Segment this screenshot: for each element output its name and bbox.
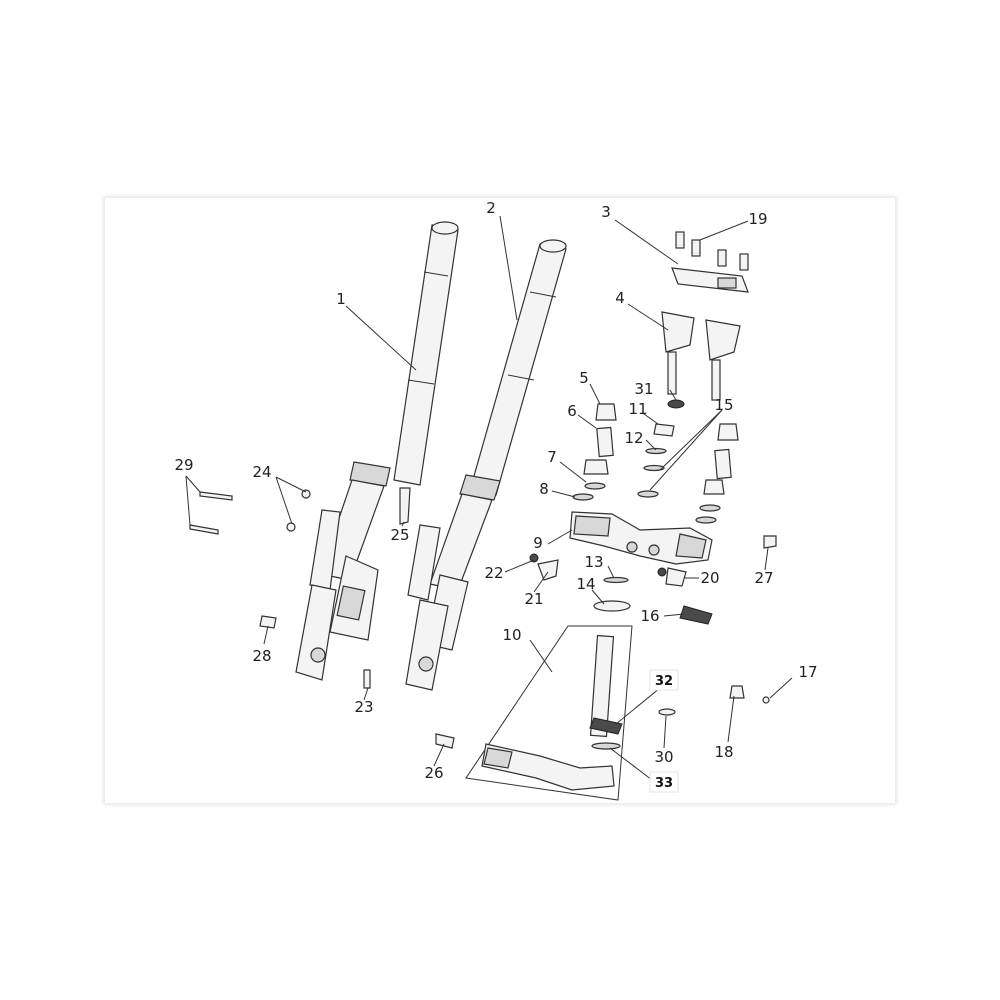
callout-12: 12 bbox=[624, 429, 643, 447]
callout-1: 1 bbox=[336, 290, 346, 308]
callout-14: 14 bbox=[576, 575, 595, 593]
callout-6: 6 bbox=[567, 402, 577, 420]
stem-small-parts bbox=[572, 399, 739, 524]
loose-parts bbox=[189, 487, 777, 749]
callout-33: 33 bbox=[655, 776, 673, 791]
handlebar-risers bbox=[661, 311, 741, 401]
callout-18: 18 bbox=[714, 743, 733, 761]
callout-29: 29 bbox=[174, 456, 193, 474]
misc-fasteners bbox=[529, 553, 713, 625]
callout-4: 4 bbox=[615, 289, 625, 307]
callout-26: 26 bbox=[424, 764, 443, 782]
leader-lines bbox=[185, 215, 793, 781]
callout-23: 23 bbox=[354, 698, 373, 716]
callout-32-box bbox=[649, 669, 679, 691]
callout-7: 7 bbox=[547, 448, 557, 466]
callout-3: 3 bbox=[601, 203, 611, 221]
callout-9: 9 bbox=[533, 534, 543, 552]
callout-16: 16 bbox=[640, 607, 659, 625]
callout-11: 11 bbox=[628, 400, 647, 418]
fork-leg-right bbox=[405, 239, 567, 691]
callout-28: 28 bbox=[252, 647, 271, 665]
callout-2: 2 bbox=[486, 199, 496, 217]
part-number-labels: 1 2 3 4 5 6 7 8 9 10 11 12 13 14 15 16 1… bbox=[174, 199, 818, 793]
callout-21: 21 bbox=[524, 590, 543, 608]
fork-leg-left bbox=[295, 221, 459, 681]
callout-33-box bbox=[649, 771, 679, 793]
top-clamp-assembly bbox=[671, 231, 749, 293]
callout-15: 15 bbox=[714, 396, 733, 414]
callout-8: 8 bbox=[539, 480, 549, 498]
callout-10: 10 bbox=[502, 626, 521, 644]
callout-27: 27 bbox=[754, 569, 773, 587]
steering-stem-inset bbox=[465, 625, 633, 801]
callout-13: 13 bbox=[584, 553, 603, 571]
callout-24: 24 bbox=[252, 463, 271, 481]
callout-20: 20 bbox=[700, 569, 719, 587]
callout-22: 22 bbox=[484, 564, 503, 582]
callout-17: 17 bbox=[798, 663, 817, 681]
lower-triple-clamp bbox=[569, 511, 713, 565]
callout-25: 25 bbox=[390, 526, 409, 544]
callout-31: 31 bbox=[634, 380, 653, 398]
callout-5: 5 bbox=[579, 369, 589, 387]
callout-32: 32 bbox=[655, 674, 673, 689]
callout-19: 19 bbox=[748, 210, 767, 228]
callout-30: 30 bbox=[654, 748, 673, 766]
